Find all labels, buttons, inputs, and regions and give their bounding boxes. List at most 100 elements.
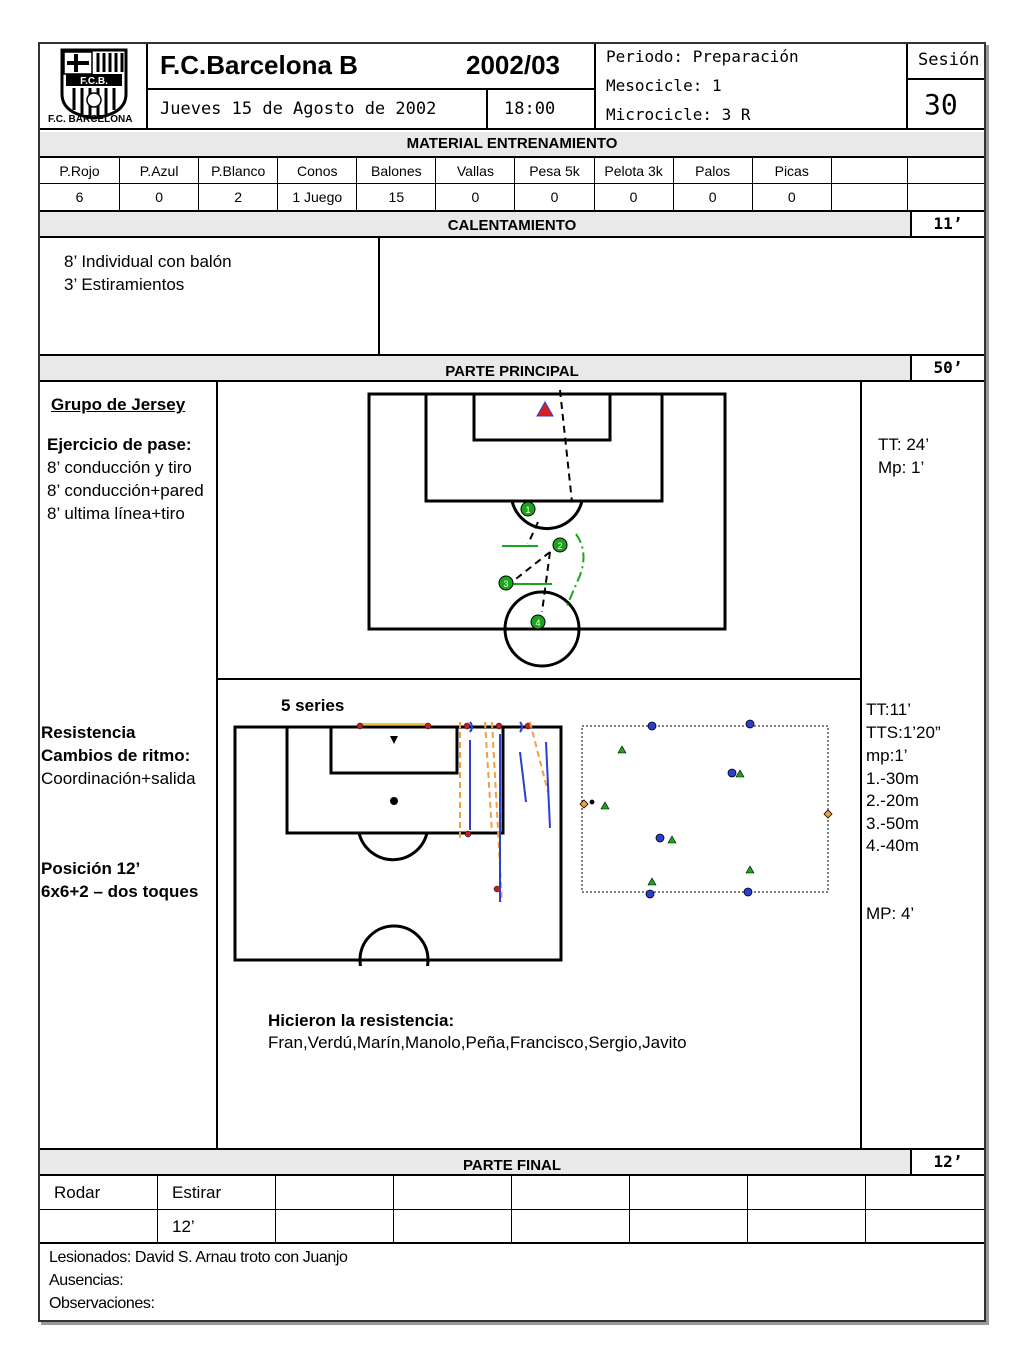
final-row2-cell-1: 12’ xyxy=(158,1210,276,1242)
player-2: 2 xyxy=(552,537,568,553)
final-row1-cell-1: Estirar xyxy=(158,1176,276,1209)
calentamiento-divider xyxy=(378,238,380,354)
right-top-1: TT: 24’ xyxy=(878,435,930,454)
final-row1-cell-6 xyxy=(748,1176,866,1209)
final-row2-cell-7 xyxy=(866,1210,984,1242)
calentamiento-line-1: 8’ Individual con balón xyxy=(64,252,232,271)
right-bottom-7: 4.-40m xyxy=(866,836,919,855)
final-row2-cell-2 xyxy=(276,1210,394,1242)
final-row2-cell-5 xyxy=(630,1210,748,1242)
svg-text:F.C.B.: F.C.B. xyxy=(80,76,108,87)
material-header-2: P.Blanco xyxy=(199,158,279,183)
right-bottom-3: mp:1’ xyxy=(866,746,908,765)
material-value-0: 6 xyxy=(40,184,121,210)
lesionados: Lesionados: David S. Arnau troto con Jua… xyxy=(49,1249,348,1266)
material-header-0: P.Rojo xyxy=(40,158,121,183)
right-bottom-2: TTS:1’20” xyxy=(866,723,941,742)
material-header-3: Conos xyxy=(278,158,358,183)
passing-drill-diagram: 1 2 3 4 xyxy=(367,389,727,668)
resistencia-1: Resistencia xyxy=(41,723,136,742)
principal-minutes: 50’ xyxy=(910,356,984,380)
right-top-2: Mp: 1’ xyxy=(878,458,925,477)
material-header-5: Vallas xyxy=(436,158,516,183)
material-value-5: 0 xyxy=(436,184,516,210)
periodo: Periodo: Preparación xyxy=(606,47,799,66)
material-header-11 xyxy=(908,158,984,183)
periodo-box: Periodo: Preparación Mesocicle: 1 Microc… xyxy=(594,44,908,130)
ejercicio-title: Ejercicio de pase: xyxy=(47,435,192,454)
posicion-2: 6x6+2 – dos toques xyxy=(41,882,199,901)
principal-mid-divider xyxy=(218,678,860,680)
right-bottom-6: 3.-50m xyxy=(866,814,919,833)
hicieron-title: Hicieron la resistencia: xyxy=(268,1011,455,1030)
principal-left-divider xyxy=(216,382,218,1148)
final-row1-cell-0: Rodar xyxy=(40,1176,158,1209)
hicieron-names: Fran,Verdú,Marín,Manolo,Peña,Francisco,S… xyxy=(268,1033,687,1052)
material-value-1: 0 xyxy=(120,184,200,210)
session-divider xyxy=(908,78,984,80)
principal-title: PARTE PRINCIPAL 50’ xyxy=(40,354,984,382)
final-row2-cell-0 xyxy=(40,1210,158,1242)
material-header-9: Picas xyxy=(753,158,832,183)
final-row2-cell-3 xyxy=(394,1210,512,1242)
material-title: MATERIAL ENTRENAMIENTO xyxy=(40,132,984,158)
material-header-6: Pesa 5k xyxy=(515,158,595,183)
material-value-7: 0 xyxy=(595,184,674,210)
calentamiento-body: 8’ Individual con balón 3’ Estiramientos xyxy=(40,238,984,354)
material-value-9: 0 xyxy=(753,184,832,210)
calentamiento-label: CALENTAMIENTO xyxy=(447,217,577,234)
player-4: 4 xyxy=(530,614,546,630)
material-value-8: 0 xyxy=(674,184,753,210)
time-divider xyxy=(486,88,488,130)
material-value-3: 1 Juego xyxy=(278,184,358,210)
series-label: 5 series xyxy=(281,696,345,715)
calentamiento-line-2: 3’ Estiramientos xyxy=(64,275,185,294)
ausencias: Ausencias: xyxy=(49,1272,124,1289)
possession-drill-diagram xyxy=(579,719,833,899)
right-bottom-5: 2.-20m xyxy=(866,791,919,810)
material-value-4: 15 xyxy=(357,184,437,210)
final-minutes: 12’ xyxy=(910,1150,984,1174)
logo-caption: F.C. BARCELONA xyxy=(48,114,133,125)
ejercicio-line-3: 8’ ultima línea+tiro xyxy=(47,504,185,523)
mesociclo: Mesocicle: 1 xyxy=(606,76,722,95)
observaciones: Observaciones: xyxy=(49,1295,155,1312)
final-row1-cell-4 xyxy=(512,1176,630,1209)
session-time: 18:00 xyxy=(504,99,556,119)
principal-label: PARTE PRINCIPAL xyxy=(445,363,579,380)
team-name: F.C.Barcelona B xyxy=(160,50,358,80)
final-row2-cell-6 xyxy=(748,1210,866,1242)
session-sheet xyxy=(38,42,986,1322)
svg-text:4: 4 xyxy=(535,618,540,628)
svg-text:3: 3 xyxy=(503,579,508,589)
crest-icon: F.C.B. xyxy=(60,48,128,120)
ejercicio-line-1: 8’ conducción y tiro xyxy=(47,458,192,477)
material-value-2: 2 xyxy=(199,184,279,210)
club-logo: F.C.B. F.C. BARCELONA xyxy=(40,44,148,130)
material-value-10 xyxy=(832,184,908,210)
group-title: Grupo de Jersey xyxy=(51,395,186,414)
principal-right-divider xyxy=(860,382,862,1148)
ejercicio-line-2: 8’ conducción+pared xyxy=(47,481,204,500)
session-date: Jueves 15 de Agosto de 2002 xyxy=(160,99,437,119)
final-row1-cell-5 xyxy=(630,1176,748,1209)
calentamiento-title: CALENTAMIENTO 11’ xyxy=(40,210,984,238)
final-row-2: 12’ xyxy=(40,1210,984,1244)
right-bottom-4: 1.-30m xyxy=(866,769,919,788)
material-value-6: 0 xyxy=(515,184,595,210)
cone-icon xyxy=(536,400,554,417)
resistance-drill-diagram xyxy=(233,721,563,966)
mp-final: MP: 4’ xyxy=(866,904,915,923)
calentamiento-minutes: 11’ xyxy=(910,212,984,236)
microciclo: Microcicle: 3 R xyxy=(606,105,751,124)
final-title: PARTE FINAL 12’ xyxy=(40,1148,984,1176)
header: F.C.B. F.C. BARCELONA F.C.Barcelona B 20… xyxy=(40,44,984,130)
session-number: 30 xyxy=(924,88,958,121)
material-header-7: Pelota 3k xyxy=(595,158,674,183)
final-label: PARTE FINAL xyxy=(462,1157,562,1174)
final-row1-cell-2 xyxy=(276,1176,394,1209)
header-divider xyxy=(148,88,594,90)
resistencia-3: Coordinación+salida xyxy=(41,769,196,788)
